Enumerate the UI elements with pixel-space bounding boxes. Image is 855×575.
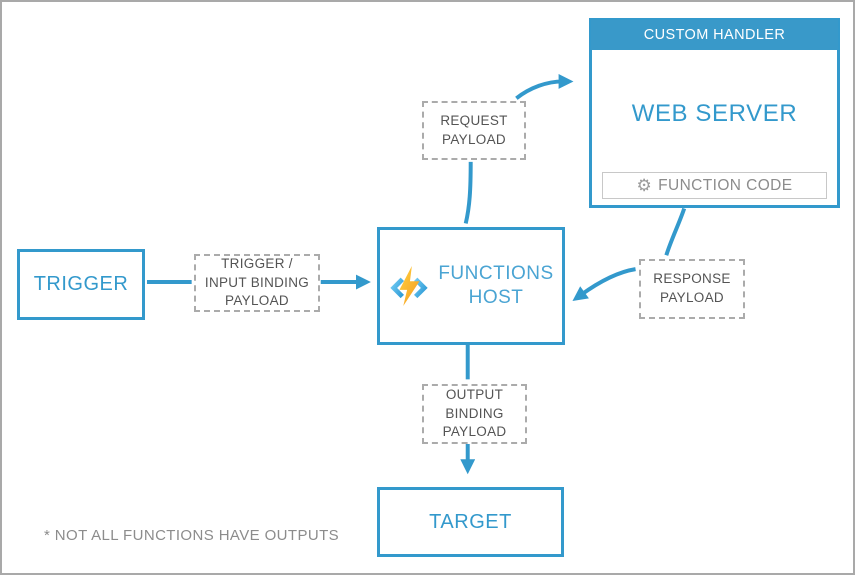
request-payload-label: REQUEST PAYLOAD <box>440 112 508 147</box>
web-server-label: WEB SERVER <box>631 99 798 127</box>
output-binding-payload-node: OUTPUT BINDING PAYLOAD <box>422 384 527 444</box>
custom-handler-node: CUSTOM HANDLER WEB SERVER ⚙ FUNCTION COD… <box>589 18 840 208</box>
trigger-input-payload-label: TRIGGER / INPUT BINDING PAYLOAD <box>204 256 310 309</box>
trigger-label: TRIGGER <box>33 273 129 295</box>
output-binding-payload-label: OUTPUT BINDING PAYLOAD <box>442 387 507 440</box>
response-payload-node: RESPONSE PAYLOAD <box>639 259 745 319</box>
custom-handler-body: WEB SERVER ⚙ FUNCTION CODE <box>592 49 837 205</box>
edge-host-to-request <box>463 161 473 224</box>
footnote: * NOT ALL FUNCTIONS HAVE OUTPUTS <box>44 527 340 544</box>
trigger-node: TRIGGER <box>17 249 145 320</box>
request-payload-node: REQUEST PAYLOAD <box>422 101 526 160</box>
functions-host-node: FUNCTIONS HOST <box>377 227 565 345</box>
gear-icon: ⚙ <box>636 176 653 195</box>
response-payload-label: RESPONSE PAYLOAD <box>653 271 731 305</box>
edge-handler-to-response <box>664 207 687 256</box>
functions-logo-icon <box>388 264 430 308</box>
function-code-bar: ⚙ FUNCTION CODE <box>602 172 827 199</box>
target-node: TARGET <box>377 487 564 557</box>
trigger-input-payload-node: TRIGGER / INPUT BINDING PAYLOAD <box>194 254 320 312</box>
edge-request-to-handler <box>515 73 574 100</box>
edge-response-to-host <box>572 267 636 302</box>
custom-handler-title: CUSTOM HANDLER <box>591 20 838 50</box>
function-code-label: FUNCTION CODE <box>658 176 793 194</box>
functions-host-label: FUNCTIONS HOST <box>438 263 554 308</box>
target-label: TARGET <box>429 510 512 533</box>
